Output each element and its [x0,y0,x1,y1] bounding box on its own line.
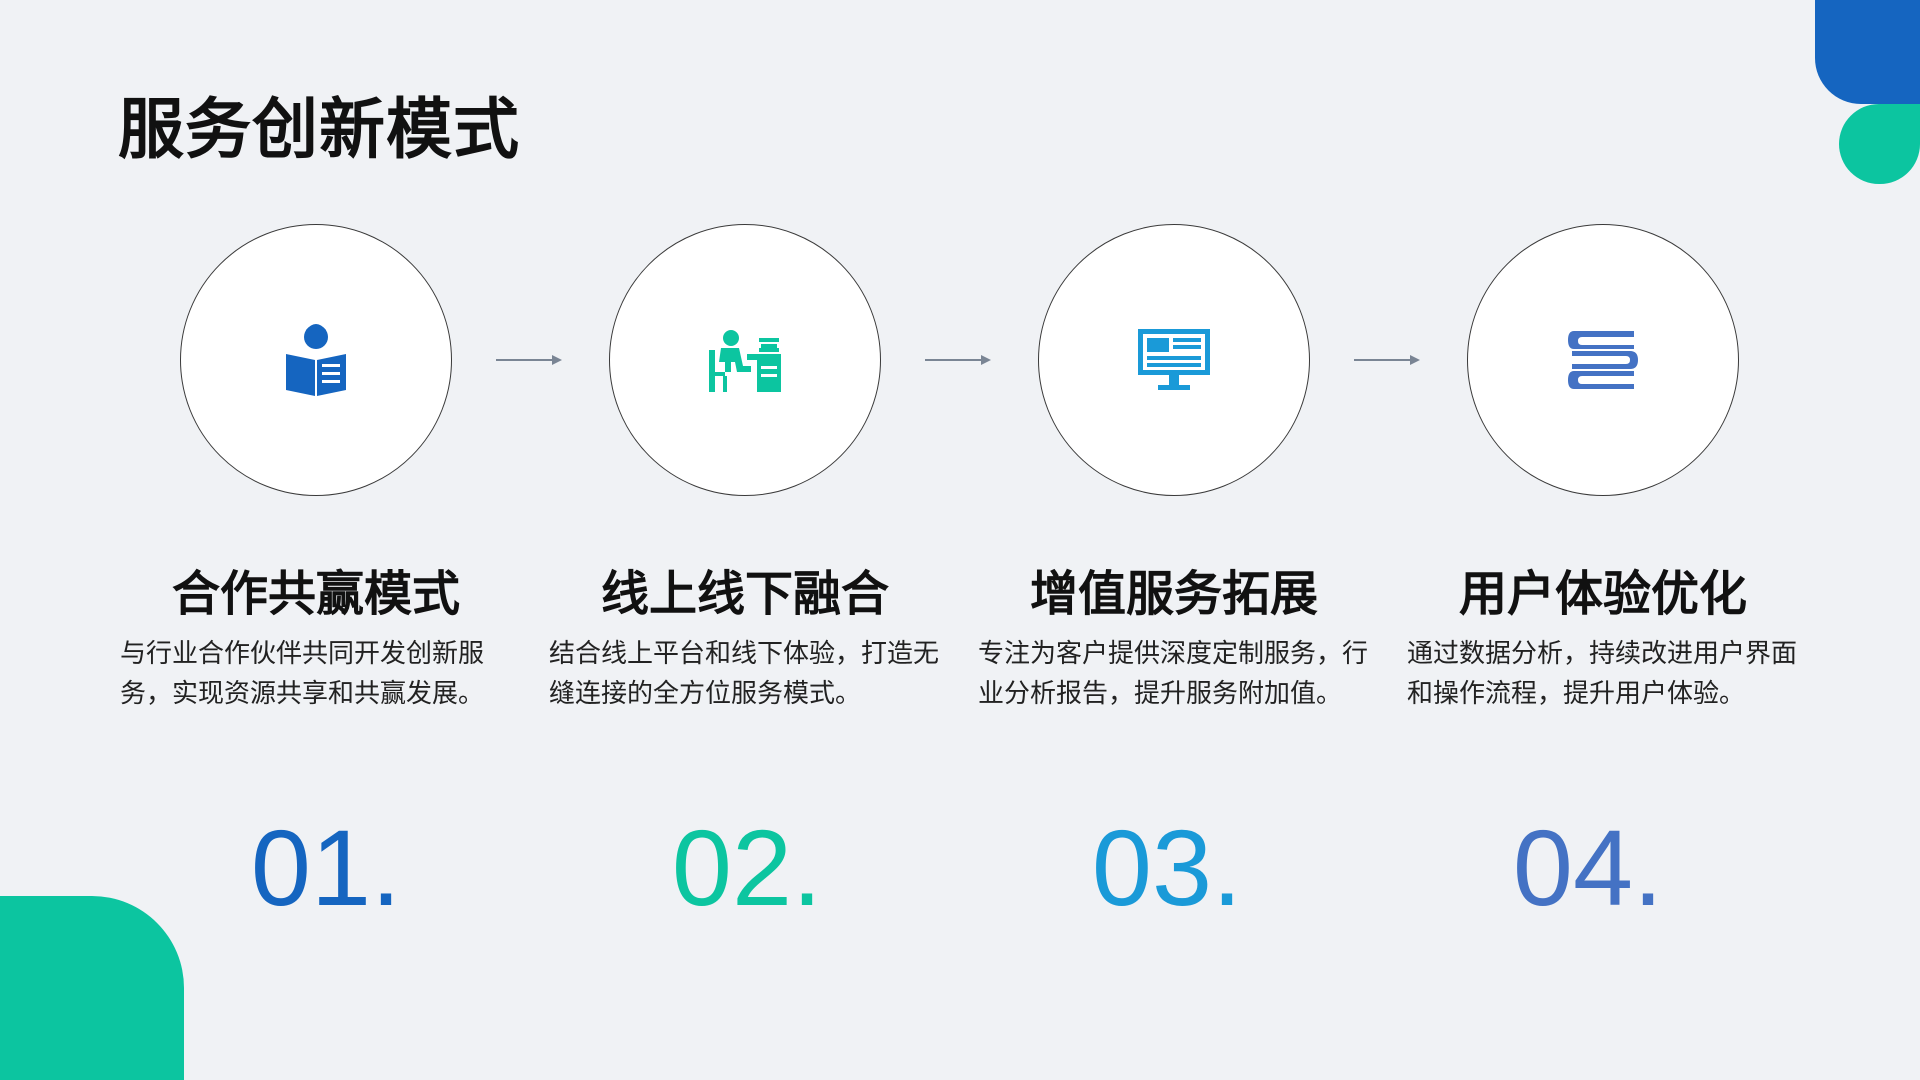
step-4-description: 通过数据分析，持续改进用户界面和操作流程，提升用户体验。 [1407,639,1798,709]
arrow-right-icon [925,355,991,365]
step-4-title: 用户体验优化 [1458,566,1747,622]
step-2-number: 02. [671,807,823,928]
corner-decoration-blue [1815,0,1920,104]
step-1-title: 合作共赢模式 [171,566,460,622]
book-stack-icon [1563,320,1643,400]
corner-decoration-green-bottom [0,896,184,1080]
step-1-number: 01. [250,807,402,928]
step-2-circle [609,224,881,496]
step-1-description: 与行业合作伙伴共同开发创新服务，实现资源共享和共赢发展。 [120,639,485,709]
step-3-number: 03. [1091,807,1243,928]
arrow-right-icon [1354,355,1420,365]
step-3-description: 专注为客户提供深度定制服务，行业分析报告，提升服务附加值。 [978,639,1369,709]
step-2-description: 结合线上平台和线下体验，打造无缝连接的全方位服务模式。 [549,639,940,709]
reading-person-icon [276,320,356,400]
step-3-circle [1038,224,1310,496]
arrow-right-icon [496,355,562,365]
corner-decoration-green [1839,104,1920,184]
step-4-number: 04. [1512,807,1664,928]
step-4-circle [1467,224,1739,496]
page-title: 服务创新模式 [118,91,520,168]
person-at-desk-icon [705,320,785,400]
monitor-icon [1134,320,1214,400]
step-3-title: 增值服务拓展 [1029,566,1318,622]
step-1-circle [180,224,452,496]
step-2-title: 线上线下融合 [600,566,889,622]
